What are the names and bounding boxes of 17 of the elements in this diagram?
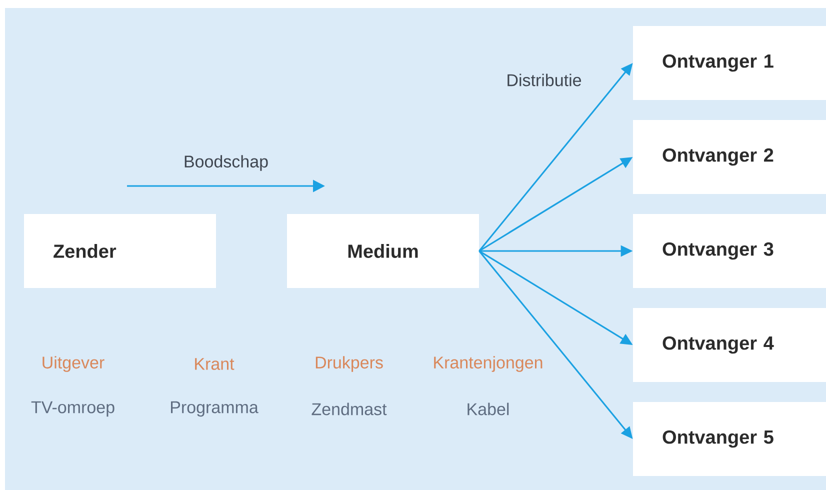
text-box: Ontvanger 3 [633, 214, 826, 288]
text-box: Ontvanger 2 [633, 120, 826, 194]
label: Programma [171, 401, 258, 417]
text-box: Ontvanger 5 [633, 402, 826, 476]
text-box: Ontvanger 4 [633, 308, 826, 382]
label: Kabel [468, 402, 509, 416]
label: Uitgever [42, 356, 104, 372]
label: Boodschap [184, 155, 268, 171]
label: Drukpers [316, 356, 383, 372]
label: Zendmast [312, 402, 387, 416]
label: Krant [195, 358, 234, 370]
text-box: Zender [24, 214, 216, 288]
label: TV-omroep [31, 401, 114, 417]
text-box: Ontvanger 1 [633, 26, 826, 100]
label: Distributie [508, 74, 582, 86]
label: Krantenjongen [434, 356, 542, 372]
text-box: Medium [287, 214, 479, 288]
